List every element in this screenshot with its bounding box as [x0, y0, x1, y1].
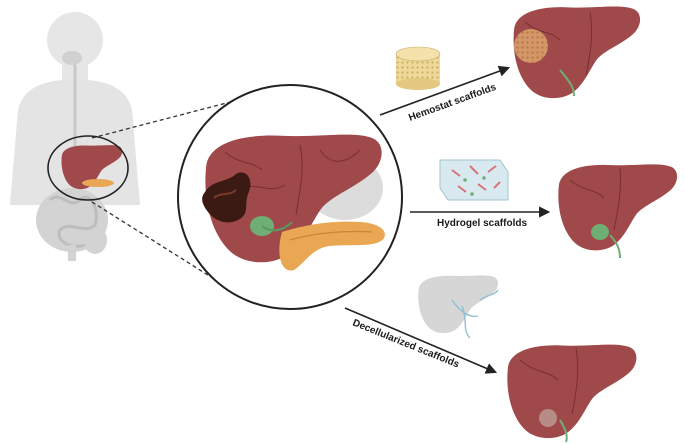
hemostat-patch-icon: [514, 29, 548, 63]
decellularized-arrow: [344, 307, 498, 374]
hemostat-arrow: [379, 65, 511, 116]
body-liver-icon: [61, 145, 123, 190]
pancreas-icon: [279, 221, 385, 271]
tumor-icon: [202, 172, 251, 223]
liver-icon: [205, 134, 382, 263]
hydrogel-label: Hydrogel scaffolds: [437, 218, 527, 229]
body-focus-circle: [47, 135, 129, 201]
hemostat-sponge-icon: [395, 46, 441, 90]
decellularized-result-liver: [507, 344, 637, 443]
hydrogel-block-icon: [439, 159, 509, 201]
human-body-icon: [10, 12, 140, 261]
hydrogel-result-liver: [558, 164, 678, 259]
decellularized-liver-icon: [418, 275, 499, 339]
hemostat-result-liver: [513, 6, 641, 99]
